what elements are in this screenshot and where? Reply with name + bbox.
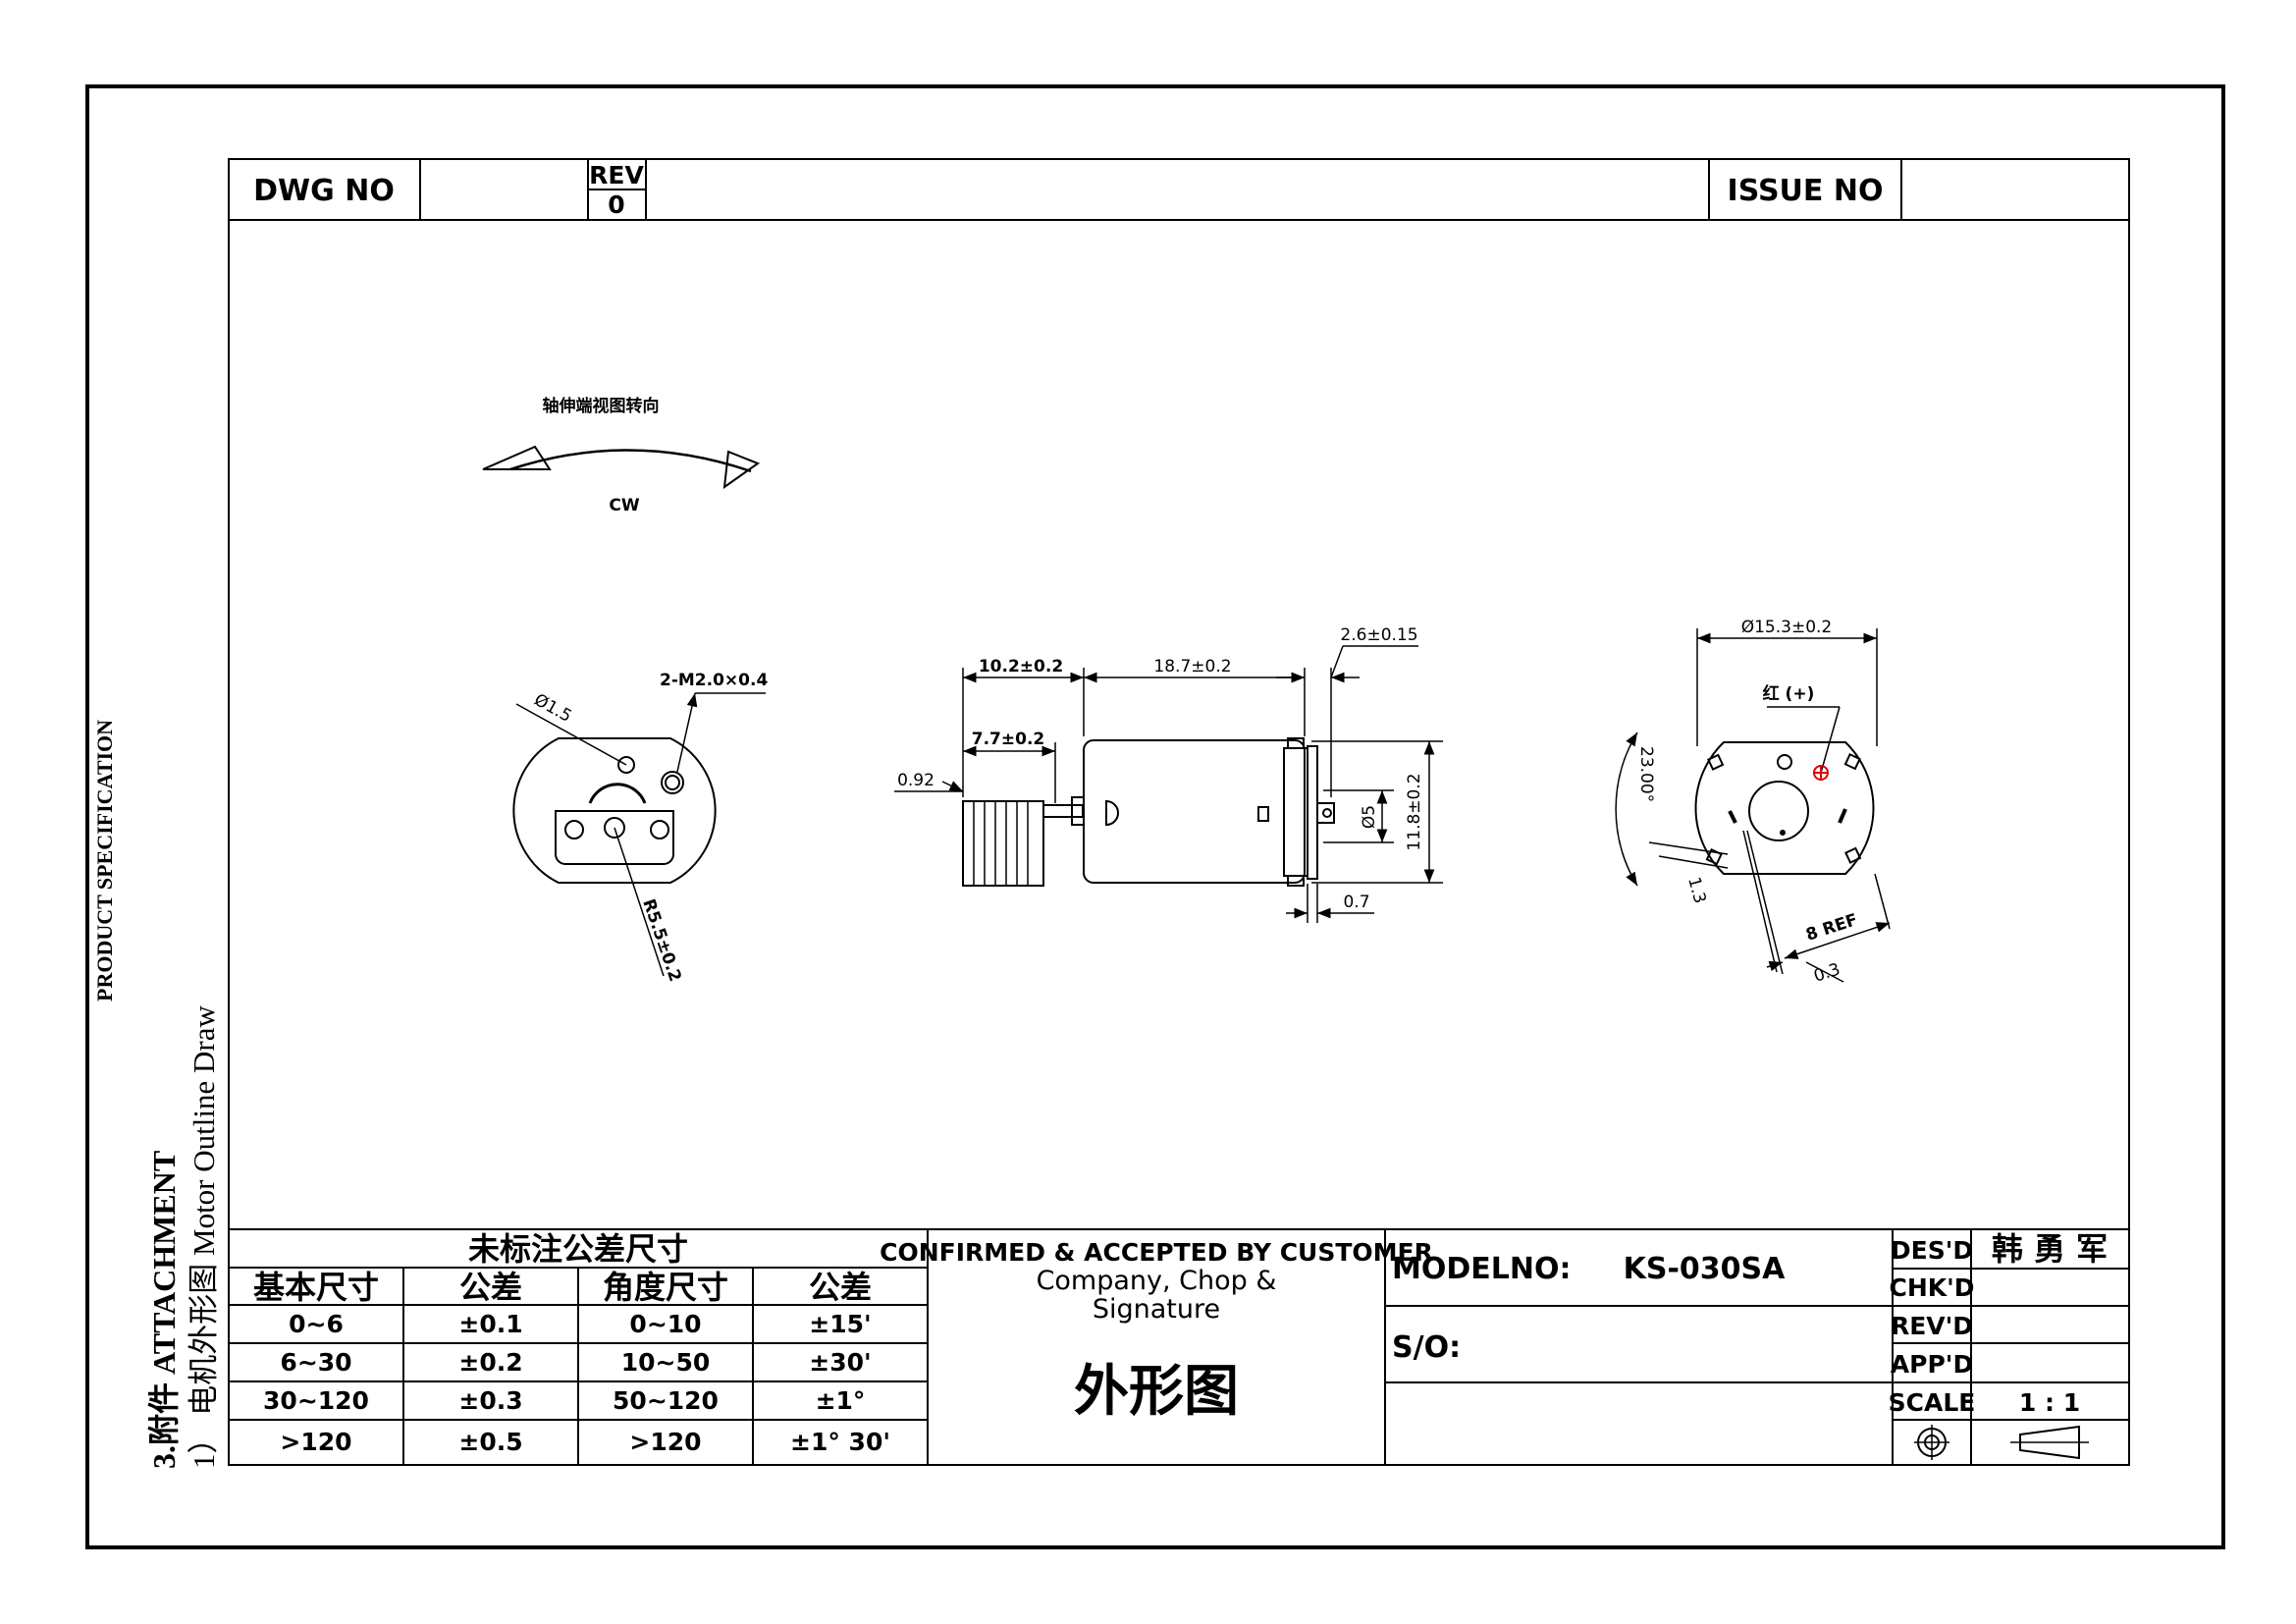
model-label: MODELNO: xyxy=(1392,1252,1571,1286)
table-cell: ±1° xyxy=(816,1386,866,1415)
rev-label: REV xyxy=(589,161,644,189)
dim-endcap: 2.6±0.15 xyxy=(1340,625,1417,645)
tol-row-3: 30~120 ±0.3 50~120 ±1° xyxy=(263,1386,865,1415)
table-cell: >120 xyxy=(280,1428,351,1456)
rev-d-label: REV'D xyxy=(1891,1312,1973,1340)
dim-shaft-total: 10.2±0.2 xyxy=(979,657,1063,677)
attachment-title: 3.附件 ATTACHMENT xyxy=(146,1151,182,1469)
header-row: DWG NO REV 0 ISSUE NO xyxy=(229,159,2129,221)
dim-terminal: 0.7 xyxy=(1343,893,1369,912)
rev-value: 0 xyxy=(608,190,624,219)
tolerance-title: 未标注公差尺寸 xyxy=(468,1230,688,1268)
table-cell: >120 xyxy=(629,1428,701,1456)
hole-dia: Ø1.5 xyxy=(531,690,575,727)
table-cell: 10~50 xyxy=(621,1348,711,1377)
product-spec-title: PRODUCT SPECIFICATION xyxy=(92,720,117,1001)
table-cell: ±0.3 xyxy=(458,1386,522,1415)
rotation-caption: 轴伸端视图转向 xyxy=(543,396,660,416)
issue-no-label: ISSUE NO xyxy=(1728,174,1884,208)
motor-outline-title: 1） 电机外形图 Motor Outline Draw xyxy=(187,1005,221,1469)
dim-height: 11.8±0.2 xyxy=(1405,773,1424,850)
des-value: 韩 勇 军 xyxy=(1992,1230,2108,1268)
customer-signature: Signature xyxy=(1093,1294,1220,1325)
side-view xyxy=(894,645,1443,923)
dim-boss: Ø5 xyxy=(1360,805,1379,829)
table-cell: ±30' xyxy=(809,1348,871,1377)
dim-ref: 8 REF xyxy=(1803,910,1860,946)
thread-note: 2-M2.0×0.4 xyxy=(660,671,768,690)
tol-header-angle: 角度尺寸 xyxy=(603,1269,728,1306)
table-cell: ±15' xyxy=(809,1310,871,1338)
tol-row-1: 0~6 ±0.1 0~10 ±15' xyxy=(289,1310,872,1338)
outer-border xyxy=(85,84,2225,1549)
scale-label: SCALE xyxy=(1889,1388,1976,1417)
table-cell: 0~6 xyxy=(289,1310,344,1338)
rotation-symbol: 轴伸端视图转向 CW xyxy=(482,396,761,515)
so-label: S/O: xyxy=(1392,1330,1461,1365)
tol-header-basic: 基本尺寸 xyxy=(253,1269,379,1306)
tol-row-4: >120 ±0.5 >120 ±1° 30' xyxy=(280,1428,890,1456)
table-cell: 30~120 xyxy=(263,1386,369,1415)
table-cell: 50~120 xyxy=(613,1386,719,1415)
dim-body: 18.7±0.2 xyxy=(1153,657,1231,677)
end-view-left xyxy=(512,692,766,977)
tol-row-2: 6~30 ±0.2 10~50 ±30' xyxy=(280,1348,871,1377)
table-cell: ±1° 30' xyxy=(790,1428,890,1456)
customer-confirm: CONFIRMED & ACCEPTED BY CUSTOMER xyxy=(880,1238,1433,1267)
model-value: KS-030SA xyxy=(1624,1252,1787,1286)
table-cell: ±0.1 xyxy=(458,1310,522,1338)
dim-small: 1.3 xyxy=(1683,875,1709,905)
tol-header-tol: 公差 xyxy=(459,1269,522,1306)
table-cell: 6~30 xyxy=(280,1348,351,1377)
dim-gap: 0.92 xyxy=(897,771,934,790)
inner-frame xyxy=(228,158,2130,1466)
drawing-name: 外形图 xyxy=(1074,1359,1239,1424)
angle-dim: 23.00° xyxy=(1636,746,1656,802)
table-cell: 0~10 xyxy=(629,1310,701,1338)
end-view-right xyxy=(1615,628,1891,983)
dim-dia: Ø15.3±0.2 xyxy=(1741,618,1833,637)
tol-header-angle-tol: 公差 xyxy=(809,1269,872,1306)
dim-weight: 7.7±0.2 xyxy=(972,730,1044,749)
rotation-direction: CW xyxy=(609,496,639,515)
projection-symbol-icon xyxy=(1914,1425,2089,1460)
table-cell: ±0.2 xyxy=(458,1348,522,1377)
title-block xyxy=(229,1228,2129,1465)
dwg-no-label: DWG NO xyxy=(253,174,395,208)
customer-company: Company, Chop & xyxy=(1037,1266,1277,1296)
des-label: DES'D xyxy=(1891,1236,1973,1265)
scale-value: 1 : 1 xyxy=(2019,1388,2080,1417)
dim-thick: 0.3 xyxy=(1811,959,1842,986)
chk-label: CHK'D xyxy=(1889,1273,1974,1302)
side-titles: PRODUCT SPECIFICATION 3.附件 ATTACHMENT 1）… xyxy=(92,720,221,1469)
app-label: APP'D xyxy=(1891,1350,1973,1379)
red-terminal-label: 红 (+) xyxy=(1763,683,1815,704)
table-cell: ±0.5 xyxy=(458,1428,522,1456)
